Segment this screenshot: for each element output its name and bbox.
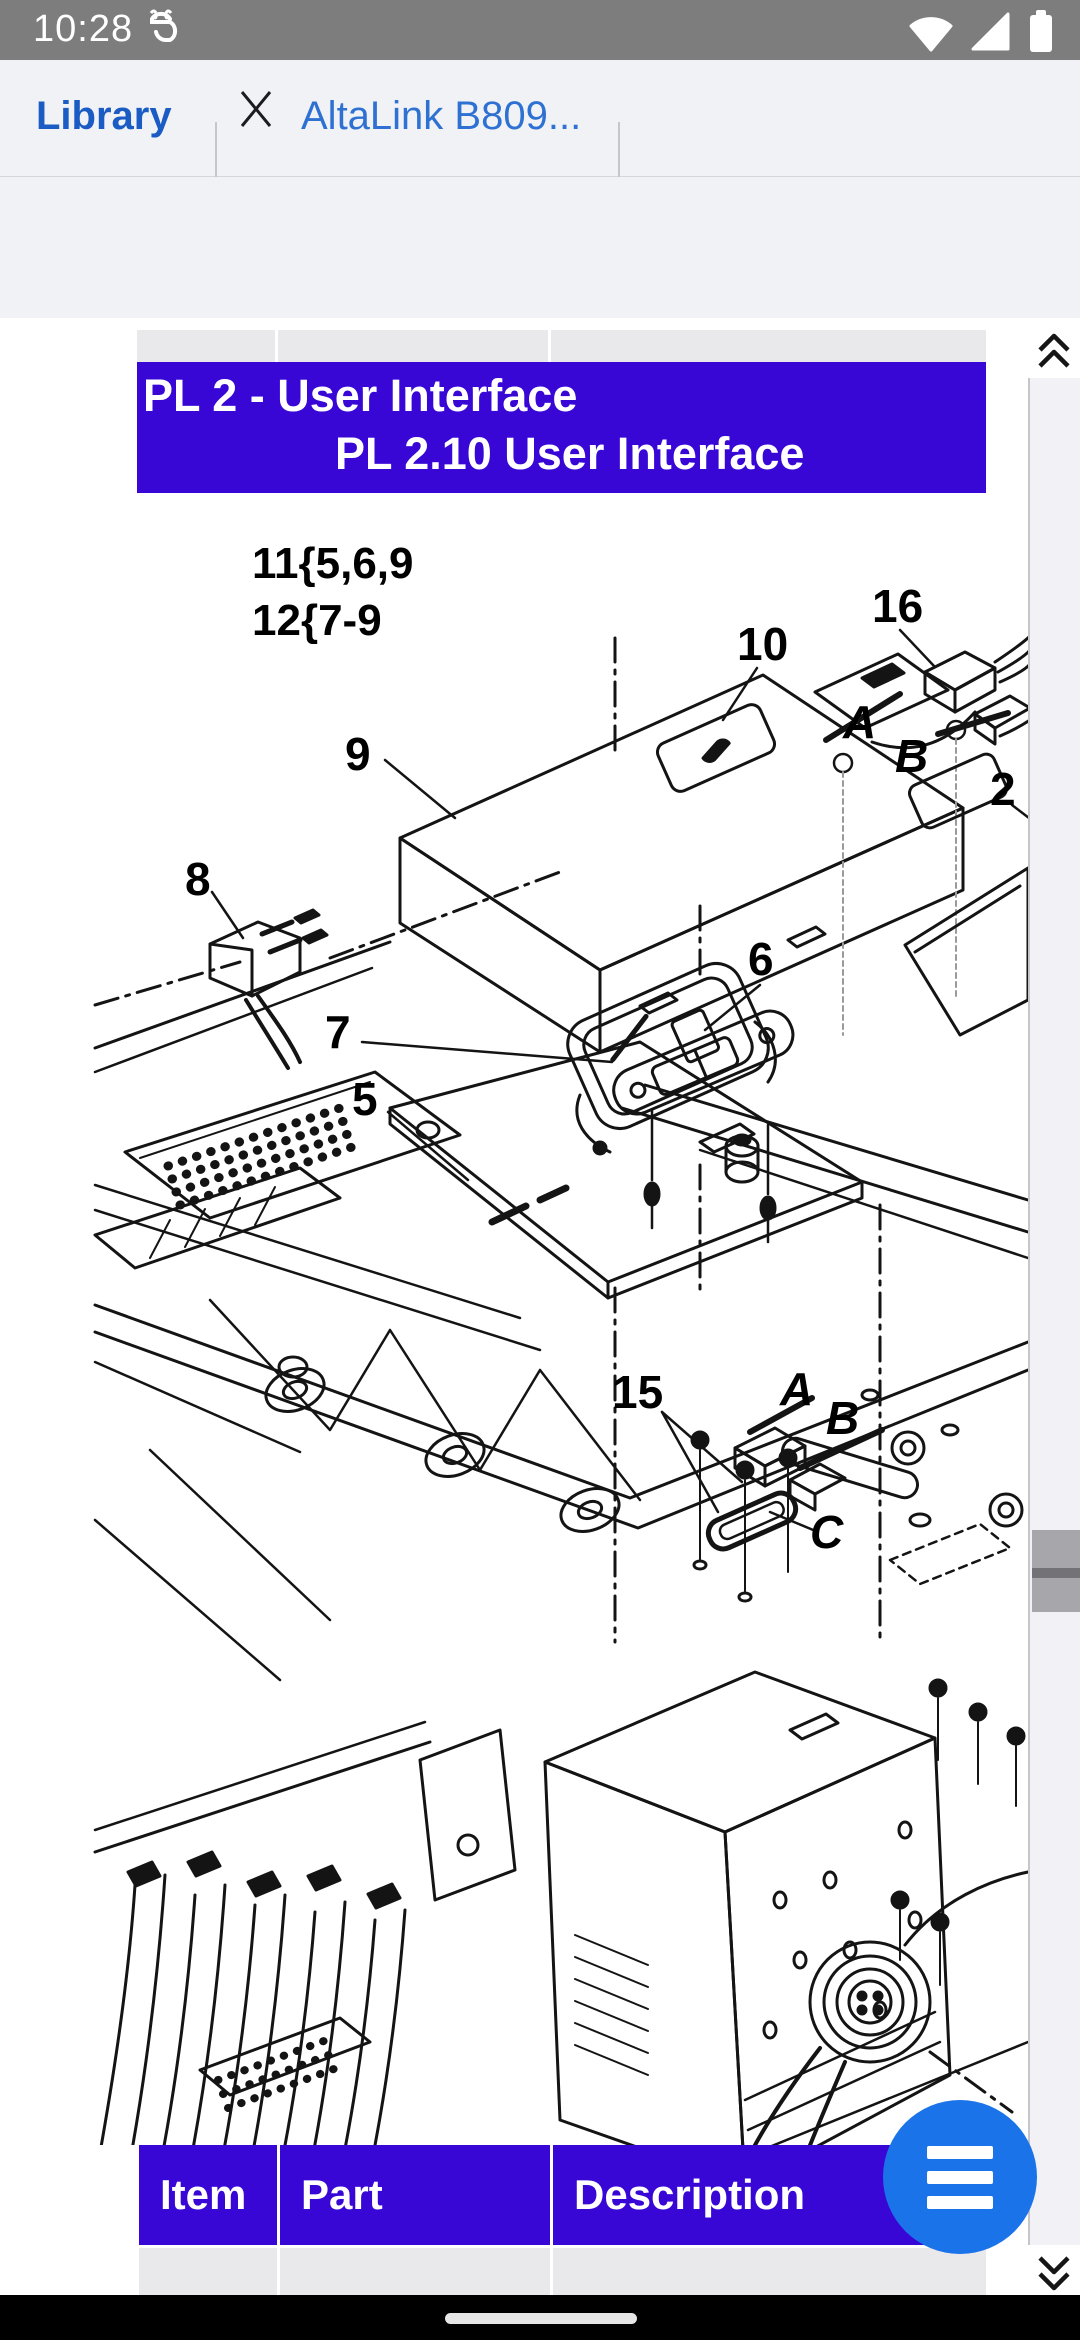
home-indicator-pill[interactable] [445, 2313, 637, 2324]
diagram-annotation-1: 11{5,6,9 [252, 539, 414, 588]
subsection-title: PL 2.10 User Interface [335, 428, 805, 479]
document-scrollbar [1028, 318, 1080, 2295]
part-label-7: 7 [325, 1006, 351, 1058]
connector-label-b1: B [895, 730, 928, 782]
section-title: PL 2 - User Interface [143, 370, 578, 421]
tab-altalink-label: AltaLink B809... [301, 94, 582, 138]
scroll-down-button[interactable] [1032, 2250, 1076, 2298]
part-label-16: 16 [872, 580, 923, 632]
status-bar: 10:28 [0, 0, 1080, 60]
connector-label-c: C [810, 1506, 844, 1558]
part-label-9: 9 [345, 728, 371, 780]
scrollbar-thumb-band [1032, 1568, 1080, 1578]
table-row-partial-top [137, 330, 986, 366]
diagram-annotation-2: 12{7-9 [252, 596, 382, 645]
column-header-item: Item [139, 2145, 277, 2245]
part-label-15: 15 [612, 1366, 663, 1418]
tab-bar: Library AltaLink B809... [0, 60, 1080, 237]
connector-label-a1: A [842, 696, 876, 748]
table-row-partial-bottom [139, 2248, 986, 2295]
close-tab-icon[interactable] [235, 88, 277, 135]
column-header-part: Part [280, 2145, 550, 2245]
toolbar [0, 177, 1080, 485]
part-label-8: 8 [185, 853, 211, 905]
parts-table-header: Item Part Description [139, 2145, 986, 2245]
status-time: 10:28 [33, 8, 134, 50]
part-label-5: 5 [352, 1073, 378, 1125]
tab-library[interactable]: Library [0, 60, 215, 177]
cellular-signal-icon [968, 9, 1012, 58]
exploded-parts-diagram: 11{5,6,9 12{7-9 9 8 7 5 6 10 16 2 15 A B… [93, 539, 1030, 2145]
part-label-10: 10 [737, 618, 788, 670]
tab-library-label: Library [36, 94, 172, 138]
menu-icon [927, 2145, 993, 2159]
bug-app-icon [138, 7, 184, 58]
tab-altalink[interactable]: AltaLink B809... [217, 60, 616, 177]
menu-fab-button[interactable] [883, 2100, 1037, 2254]
android-navigation-bar [0, 2295, 1080, 2340]
battery-icon [1026, 8, 1056, 59]
scrollbar-track[interactable] [1028, 378, 1080, 2245]
part-label-6: 6 [748, 933, 774, 985]
scrollbar-thumb[interactable] [1032, 1530, 1080, 1612]
scroll-up-button[interactable] [1032, 326, 1076, 374]
section-title-banner: PL 2 - User Interface PL 2.10 User Inter… [137, 362, 986, 493]
connector-label-a2: A [779, 1363, 813, 1415]
part-label-2: 2 [990, 763, 1016, 815]
connector-label-b2: B [826, 1392, 859, 1444]
document-viewport[interactable]: PL 2 - User Interface PL 2.10 User Inter… [0, 318, 1030, 2295]
wifi-icon [908, 9, 954, 58]
